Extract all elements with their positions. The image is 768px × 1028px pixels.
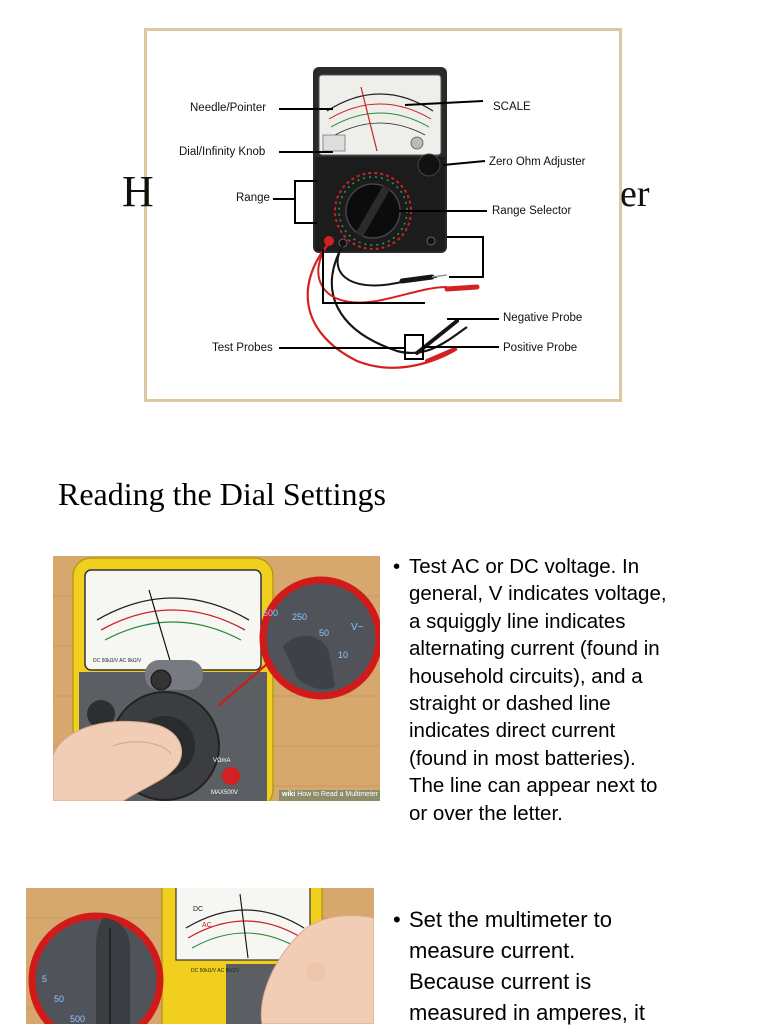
zoom-label-500: 500 (263, 608, 279, 618)
zoom-label-50: 50 (319, 628, 330, 638)
label-test-probes: Test Probes (212, 342, 273, 354)
zoom-label-250: 250 (292, 612, 308, 622)
slide-title-fragment-left: H (122, 167, 154, 216)
label-range: Range (236, 192, 270, 204)
dial-current-illustration: 5 50 500 DC AC DC 50kΩ/V AC 9kΩ/V (26, 888, 374, 1024)
label-dial-infinity-knob: Dial/Infinity Knob (179, 146, 266, 158)
bullet-marker: • (393, 555, 401, 578)
zoom-label-500: 500 (70, 1014, 86, 1024)
bullet-item: • Set the multimeter to measure current.… (393, 904, 733, 1028)
zoom-label-50: 50 (54, 994, 65, 1004)
terminal-label: VΩmA (213, 758, 231, 764)
bullet-text: Test AC or DC voltage. In general, V ind… (409, 555, 667, 825)
multimeter-illustration (273, 67, 499, 369)
model-label: MAX500V (211, 790, 239, 796)
bullet-text: Set the multimeter to measure current. B… (409, 907, 645, 1025)
bullet-item: • Test AC or DC voltage. In general, V i… (393, 553, 723, 827)
meter-scale-caption: DC 50kΩ/V AC 9kΩ/V (191, 968, 240, 974)
watermark-brand: wiki (282, 791, 296, 798)
bullet-marker: • (393, 907, 401, 932)
multimeter-diagram: Needle/Pointer SCALE Dial/Infinity Knob … (144, 28, 622, 402)
meter-scale-caption: DC 50kΩ/V AC 9kΩ/V (93, 658, 142, 664)
watermark-logo: wiki How to Read a Multimeter (282, 791, 378, 798)
section-title: Reading the Dial Settings (58, 476, 386, 512)
label-zero-ohm-adjuster: Zero Ohm Adjuster (489, 156, 586, 168)
zoom-label-5: 5 (42, 974, 48, 984)
zoom-label-v-ac: V~ (351, 622, 364, 633)
watermark-text: How to Read a Multimeter (297, 791, 379, 798)
slide-title-fragment-right: er (620, 173, 650, 215)
label-positive-probe: Positive Probe (503, 342, 578, 354)
scale-label-dc: DC (193, 906, 204, 913)
scale-label-ac: AC (202, 922, 212, 929)
label-scale: SCALE (493, 101, 531, 113)
label-range-selector: Range Selector (492, 205, 572, 217)
zoom-label-10: 10 (338, 650, 349, 660)
label-needle-pointer: Needle/Pointer (190, 102, 267, 114)
label-negative-probe: Negative Probe (503, 312, 583, 324)
dial-voltage-illustration: 500 250 50 V~ 10 DC 50kΩ/V AC 9kΩ/V VΩmA… (53, 556, 380, 801)
